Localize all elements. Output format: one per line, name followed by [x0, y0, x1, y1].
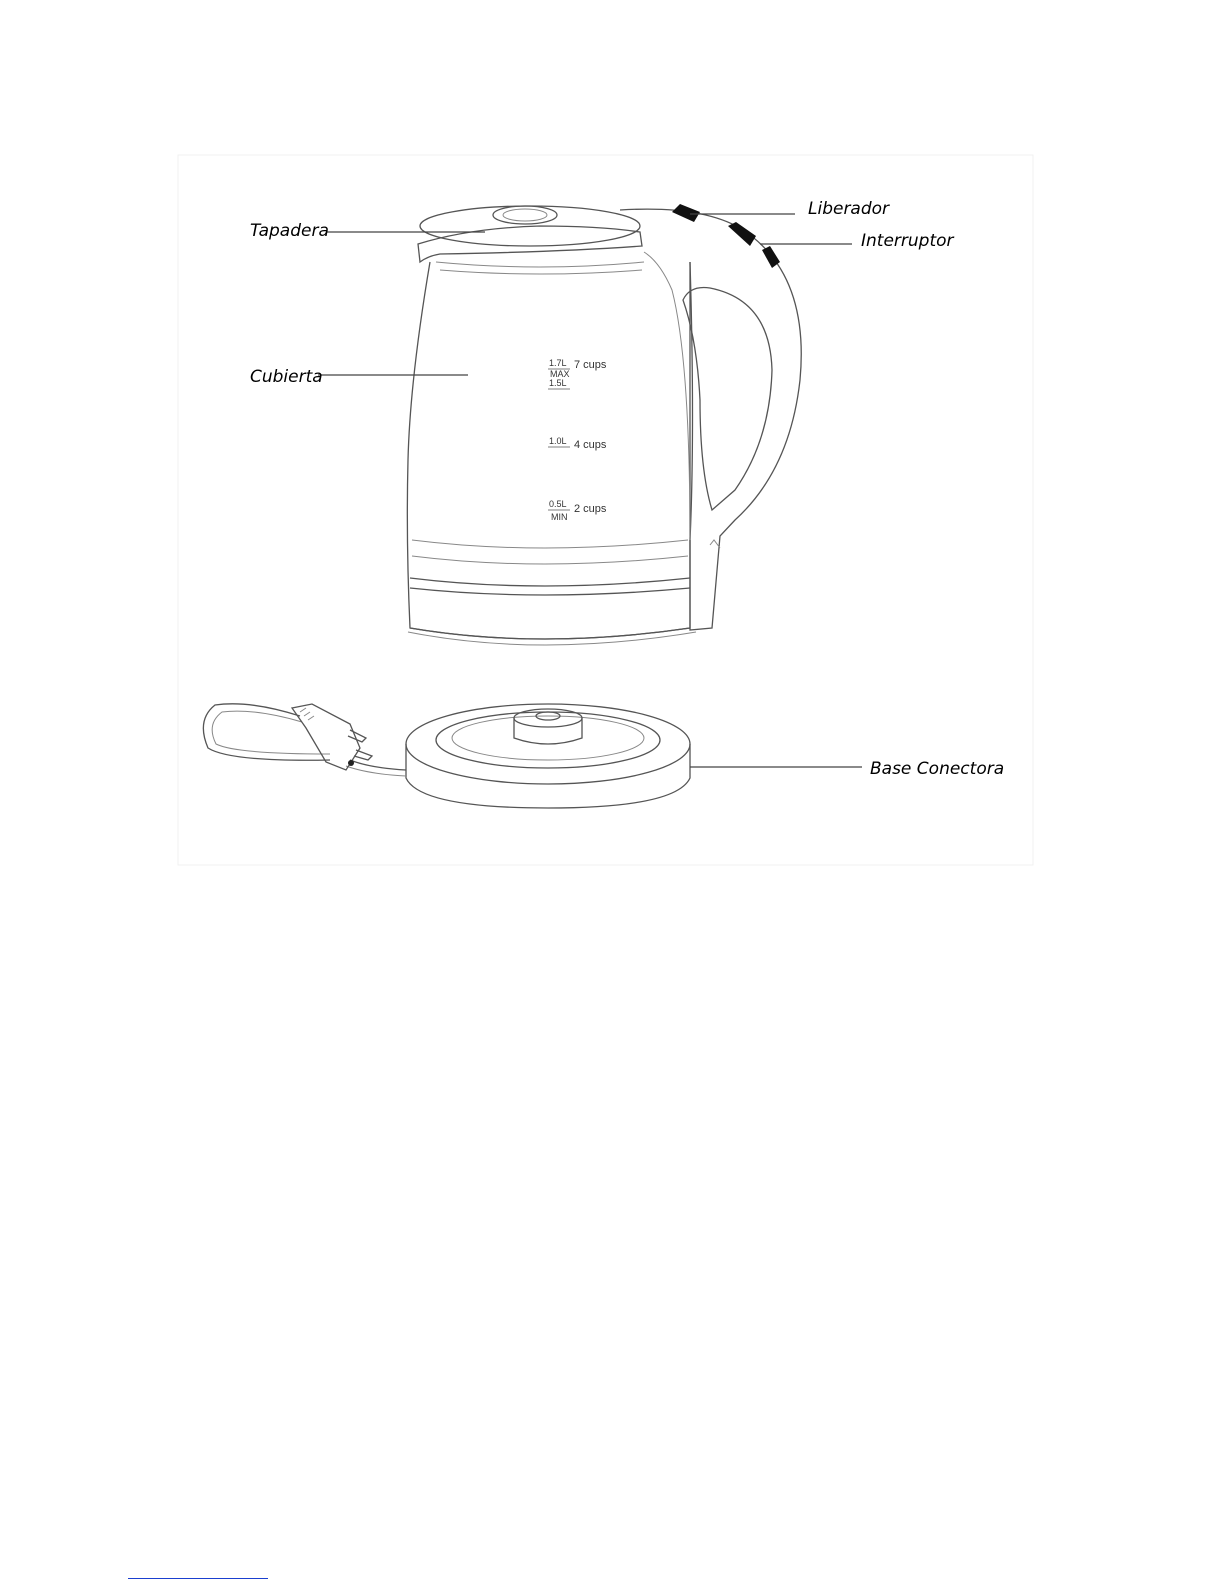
connector-base-illustration: [203, 704, 690, 808]
mark-min-tag: MIN: [551, 512, 568, 522]
label-base-conectora: Base Conectora: [870, 759, 1004, 779]
mark-mid-volume: 1.0L: [549, 436, 567, 446]
label-interruptor: Interruptor: [861, 231, 955, 251]
mark-max-cups: 7 cups: [574, 359, 607, 371]
kettle-illustration: [407, 204, 801, 645]
label-liberador: Liberador: [808, 199, 890, 219]
mark-max-volume: 1.7L: [549, 358, 567, 368]
mark-mid-high: 1.5L: [549, 378, 567, 388]
label-tapadera: Tapadera: [250, 221, 329, 241]
mark-min-volume: 0.5L: [549, 499, 567, 509]
mark-min-cups: 2 cups: [574, 503, 607, 515]
mark-mid-cups: 4 cups: [574, 439, 607, 451]
footnote-separator: [128, 1578, 268, 1579]
label-cubierta: Cubierta: [250, 367, 323, 387]
water-level-markings: 1.7L MAX 1.5L 7 cups 1.0L 4 cups 0.5L MI…: [548, 358, 607, 522]
